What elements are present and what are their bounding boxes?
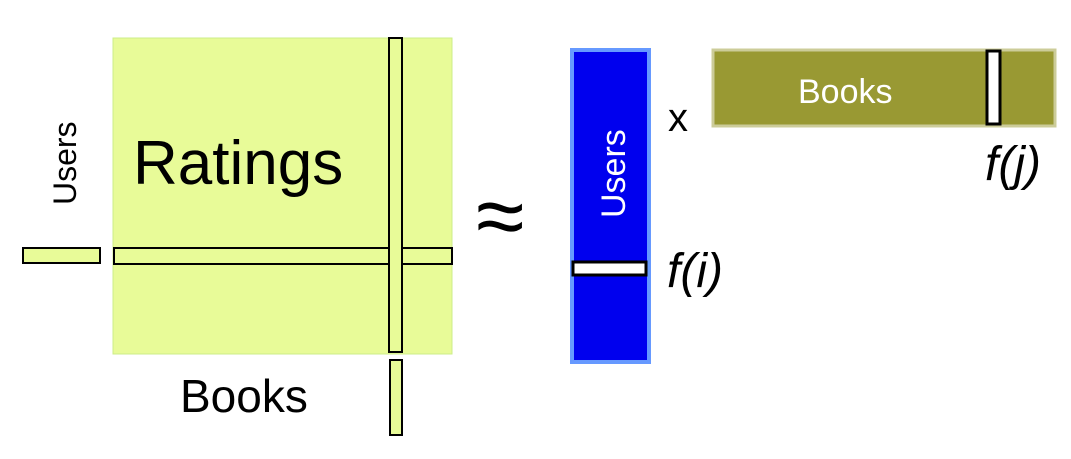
multiply-symbol: x (668, 96, 688, 140)
users-factor-row-slice (571, 260, 648, 277)
users-factor-label: Users (595, 129, 633, 218)
approx-symbol: ≈ (476, 166, 524, 265)
books-column-label: Books (180, 370, 308, 422)
books-factor-column-slice (985, 49, 1002, 126)
users-row-label: Users (47, 121, 83, 205)
users-factor-matrix (570, 48, 651, 364)
books-factor-label: Books (798, 73, 893, 111)
f-j-label: f(j) (985, 138, 1041, 191)
extracted-column-vector (389, 359, 403, 436)
ratings-row-slice (113, 247, 453, 265)
f-i-label: f(i) (667, 245, 723, 298)
ratings-title: Ratings (133, 129, 343, 198)
ratings-column-slice (388, 37, 403, 353)
extracted-row-vector (22, 247, 101, 264)
